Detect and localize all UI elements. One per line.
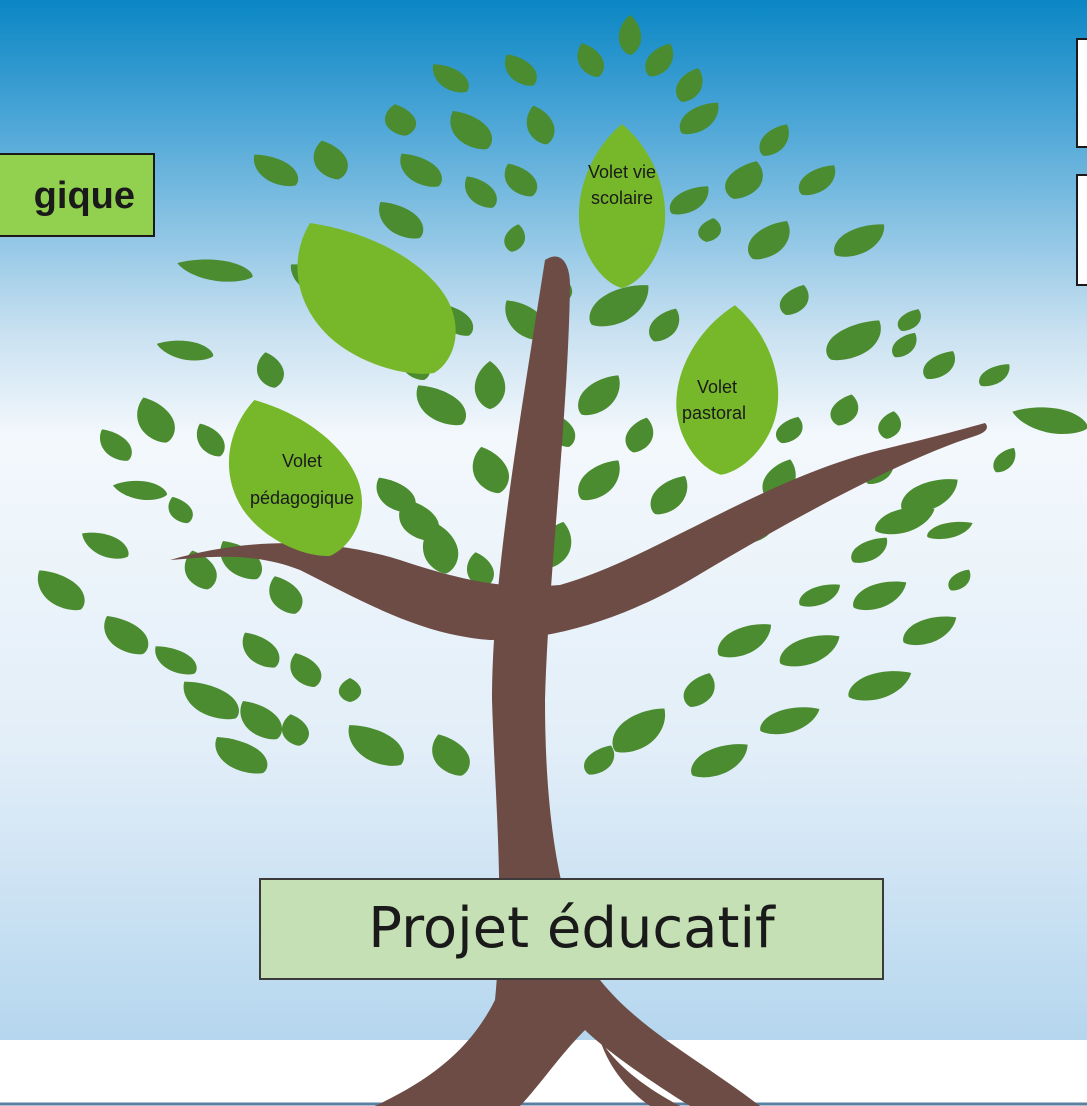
volet-pedagogique-label-box: gique: [0, 153, 155, 237]
right-label-box-bottom: [1076, 174, 1087, 286]
projet-educatif-title-box: Projet éducatif: [259, 878, 884, 980]
leaf-label-vie-scolaire-1: Volet vie: [588, 162, 656, 182]
right-label-box-top: [1076, 38, 1087, 148]
leaf-label-vie-scolaire-2: scolaire: [591, 188, 653, 208]
page-title: Projet éducatif: [368, 895, 775, 961]
leaf-label-pastoral-2: pastoral: [682, 403, 746, 423]
leaf-label-pedagogique-1: Volet: [282, 451, 322, 471]
volet-pedagogique-label: gique: [33, 175, 135, 217]
leaf-label-pedagogique-2: pédagogique: [250, 488, 354, 508]
leaf-label-pastoral-1: Volet: [697, 377, 737, 397]
